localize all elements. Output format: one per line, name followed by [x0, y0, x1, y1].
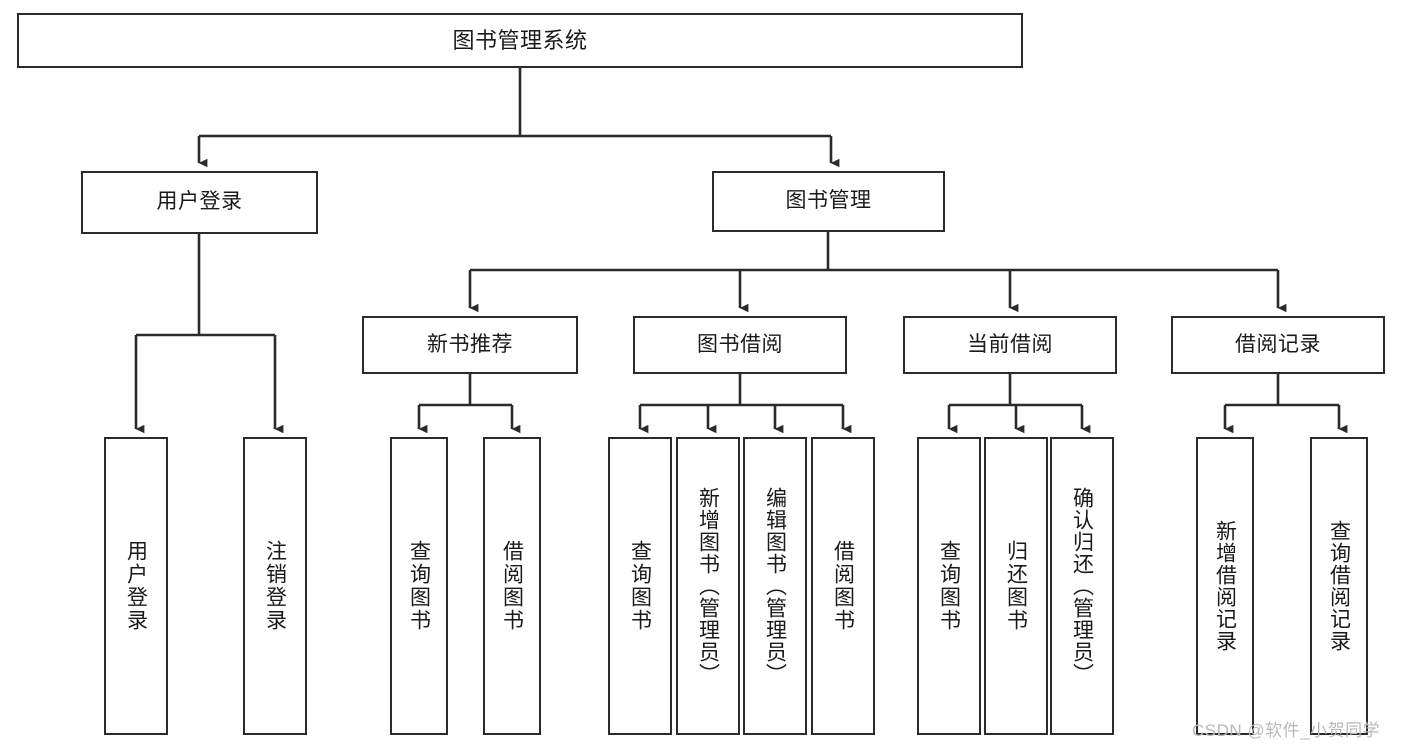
node-current-borrow[interactable]: 当前借阅 [903, 316, 1117, 374]
node-label: 借阅图书 [831, 540, 855, 632]
leaf-borrow-borrow-book[interactable]: 借阅图书 [811, 437, 875, 735]
node-label: 查询借阅记录 [1327, 520, 1351, 652]
node-label: 借阅记录 [1235, 332, 1321, 356]
leaf-current-query-book[interactable]: 查询图书 [917, 437, 981, 735]
node-label: 图书管理 [785, 189, 872, 213]
node-user-login[interactable]: 用户登录 [81, 171, 318, 234]
leaf-borrow-edit-book-admin[interactable]: 编辑图书（管理员） [743, 437, 807, 735]
node-label: 图书管理系统 [452, 27, 588, 53]
node-label: 图书借阅 [697, 332, 783, 356]
leaf-current-confirm-return-admin[interactable]: 确认归还（管理员） [1050, 437, 1114, 735]
node-label: 新书推荐 [427, 332, 513, 356]
node-label: 查询图书 [628, 540, 652, 632]
leaf-current-return-book[interactable]: 归还图书 [984, 437, 1048, 735]
node-label: 当前借阅 [967, 332, 1053, 356]
leaf-record-query[interactable]: 查询借阅记录 [1310, 437, 1368, 735]
leaf-logout[interactable]: 注销登录 [243, 437, 307, 735]
node-label: 新增借阅记录 [1213, 520, 1237, 652]
node-label: 查询图书 [407, 540, 431, 632]
node-label: 借阅图书 [500, 540, 524, 632]
leaf-record-add[interactable]: 新增借阅记录 [1196, 437, 1254, 735]
leaf-user-login[interactable]: 用户登录 [104, 437, 168, 735]
leaf-new-book-query[interactable]: 查询图书 [390, 437, 448, 735]
leaf-borrow-query-book[interactable]: 查询图书 [608, 437, 672, 735]
node-label: 用户登录 [124, 540, 148, 632]
node-label: 确认归还（管理员） [1070, 487, 1094, 685]
csdn-watermark: CSDN @软件_小贺同学 [1192, 721, 1381, 740]
node-label: 归还图书 [1004, 540, 1028, 632]
node-label: 注销登录 [263, 540, 287, 632]
node-root-system[interactable]: 图书管理系统 [17, 13, 1023, 68]
node-label: 用户登录 [156, 190, 243, 214]
node-label: 新增图书（管理员） [696, 487, 720, 685]
node-book-management[interactable]: 图书管理 [712, 171, 945, 232]
node-book-borrow[interactable]: 图书借阅 [633, 316, 847, 374]
leaf-borrow-add-book-admin[interactable]: 新增图书（管理员） [676, 437, 740, 735]
node-label: 查询图书 [937, 540, 961, 632]
node-borrow-record[interactable]: 借阅记录 [1171, 316, 1385, 374]
leaf-new-book-borrow[interactable]: 借阅图书 [483, 437, 541, 735]
node-new-book-recommend[interactable]: 新书推荐 [362, 316, 578, 374]
node-label: 编辑图书（管理员） [763, 487, 787, 685]
